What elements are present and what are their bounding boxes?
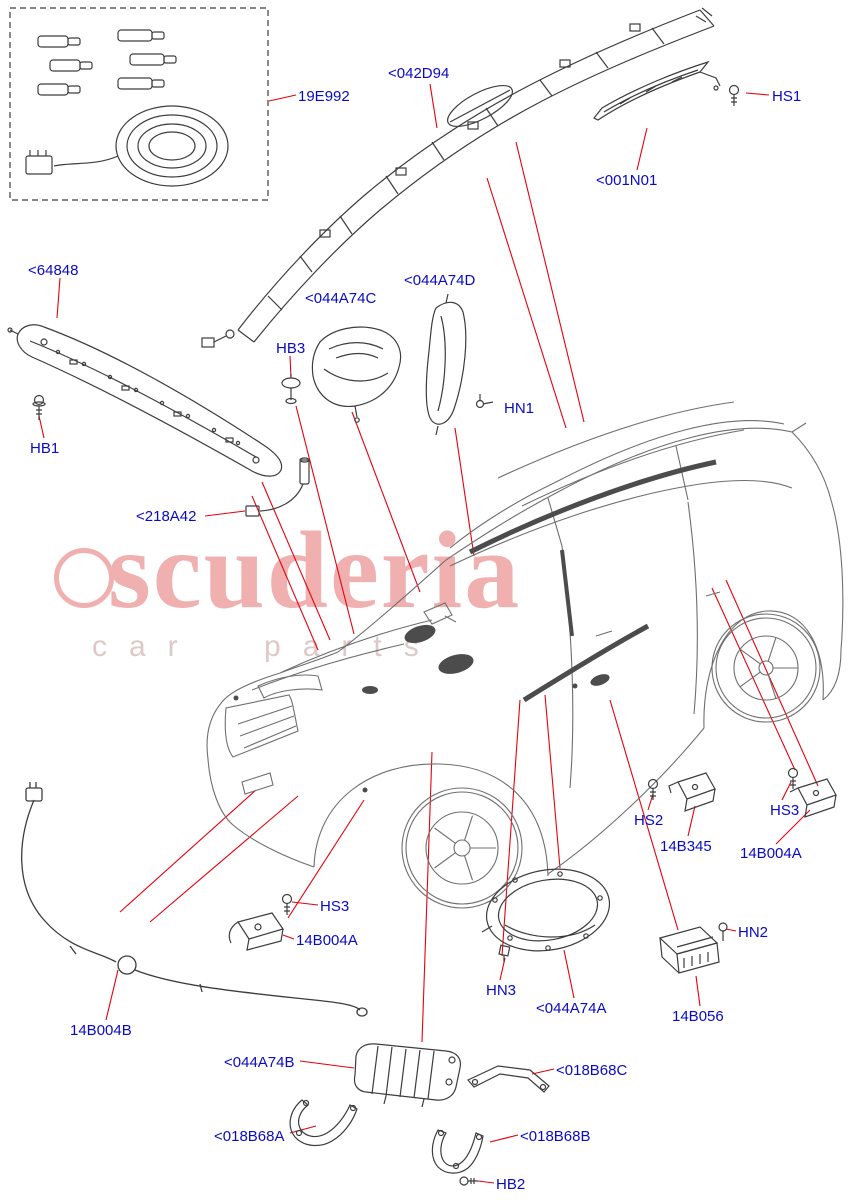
wiring-kit-drawing <box>9 7 269 201</box>
cowl-panel-drawing <box>7 324 283 477</box>
part-label-HB3[interactable]: HB3 <box>276 340 306 357</box>
header-rail-drawing <box>593 60 740 121</box>
part-label-HS3-right[interactable]: HS3 <box>770 802 800 819</box>
module-14B056-drawing <box>658 922 728 974</box>
part-label-HN1[interactable]: HN1 <box>504 400 535 417</box>
part-label-HS3-left[interactable]: HS3 <box>320 898 350 915</box>
airbag-044A74D-drawing <box>425 293 467 436</box>
bracket-018B68A-drawing <box>289 1099 358 1147</box>
part-label-64848[interactable]: <64848 <box>28 262 79 279</box>
part-label-018B68C[interactable]: <018B68C <box>556 1062 628 1079</box>
part-label-HN3[interactable]: HN3 <box>486 982 517 999</box>
part-label-001N01[interactable]: <001N01 <box>596 172 658 189</box>
part-label-HB2[interactable]: HB2 <box>496 1176 526 1193</box>
part-label-218A42[interactable]: <218A42 <box>136 508 197 525</box>
airbag-044A74C-drawing <box>311 326 402 423</box>
part-label-044A74B[interactable]: <044A74B <box>224 1054 295 1071</box>
part-label-14B345[interactable]: 14B345 <box>660 838 712 855</box>
sensor-218A42-drawing <box>245 457 310 517</box>
part-label-HS1[interactable]: HS1 <box>772 88 802 105</box>
part-label-HB1[interactable]: HB1 <box>30 440 60 457</box>
module-044A74B-drawing <box>353 1043 462 1108</box>
part-label-044A74C[interactable]: <044A74C <box>305 290 377 307</box>
part-label-018B68A[interactable]: <018B68A <box>214 1128 285 1145</box>
sensor-14B004A-left-drawing <box>228 893 293 951</box>
sensor-14B004A-right-drawing <box>787 767 837 818</box>
airbag-044A74A-drawing <box>481 868 611 962</box>
curtain-airbag-drawing <box>201 7 715 348</box>
part-label-044A74A[interactable]: <044A74A <box>536 1000 607 1017</box>
clip-hn1-drawing <box>475 394 494 409</box>
part-label-14B004A-right[interactable]: 14B004A <box>740 845 802 862</box>
part-label-044A74D[interactable]: <044A74D <box>404 272 476 289</box>
part-label-14B004B[interactable]: 14B004B <box>70 1022 132 1039</box>
part-label-19E992[interactable]: 19E992 <box>298 88 350 105</box>
part-label-018B68B[interactable]: <018B68B <box>520 1128 591 1145</box>
grommet-hb3-drawing <box>281 374 301 405</box>
part-label-HN2[interactable]: HN2 <box>738 924 769 941</box>
part-label-HS2[interactable]: HS2 <box>634 812 664 829</box>
car-illustration <box>206 401 844 909</box>
bracket-018B68C-drawing <box>467 1065 550 1093</box>
bracket-018B68B-drawing <box>431 1129 484 1186</box>
part-label-14B004A-left[interactable]: 14B004A <box>296 932 358 949</box>
wire-14B004B-drawing <box>21 782 368 1017</box>
sensor-14B345-drawing <box>647 772 716 812</box>
part-label-042D94[interactable]: <042D94 <box>388 65 450 82</box>
part-label-14B056[interactable]: 14B056 <box>672 1008 724 1025</box>
